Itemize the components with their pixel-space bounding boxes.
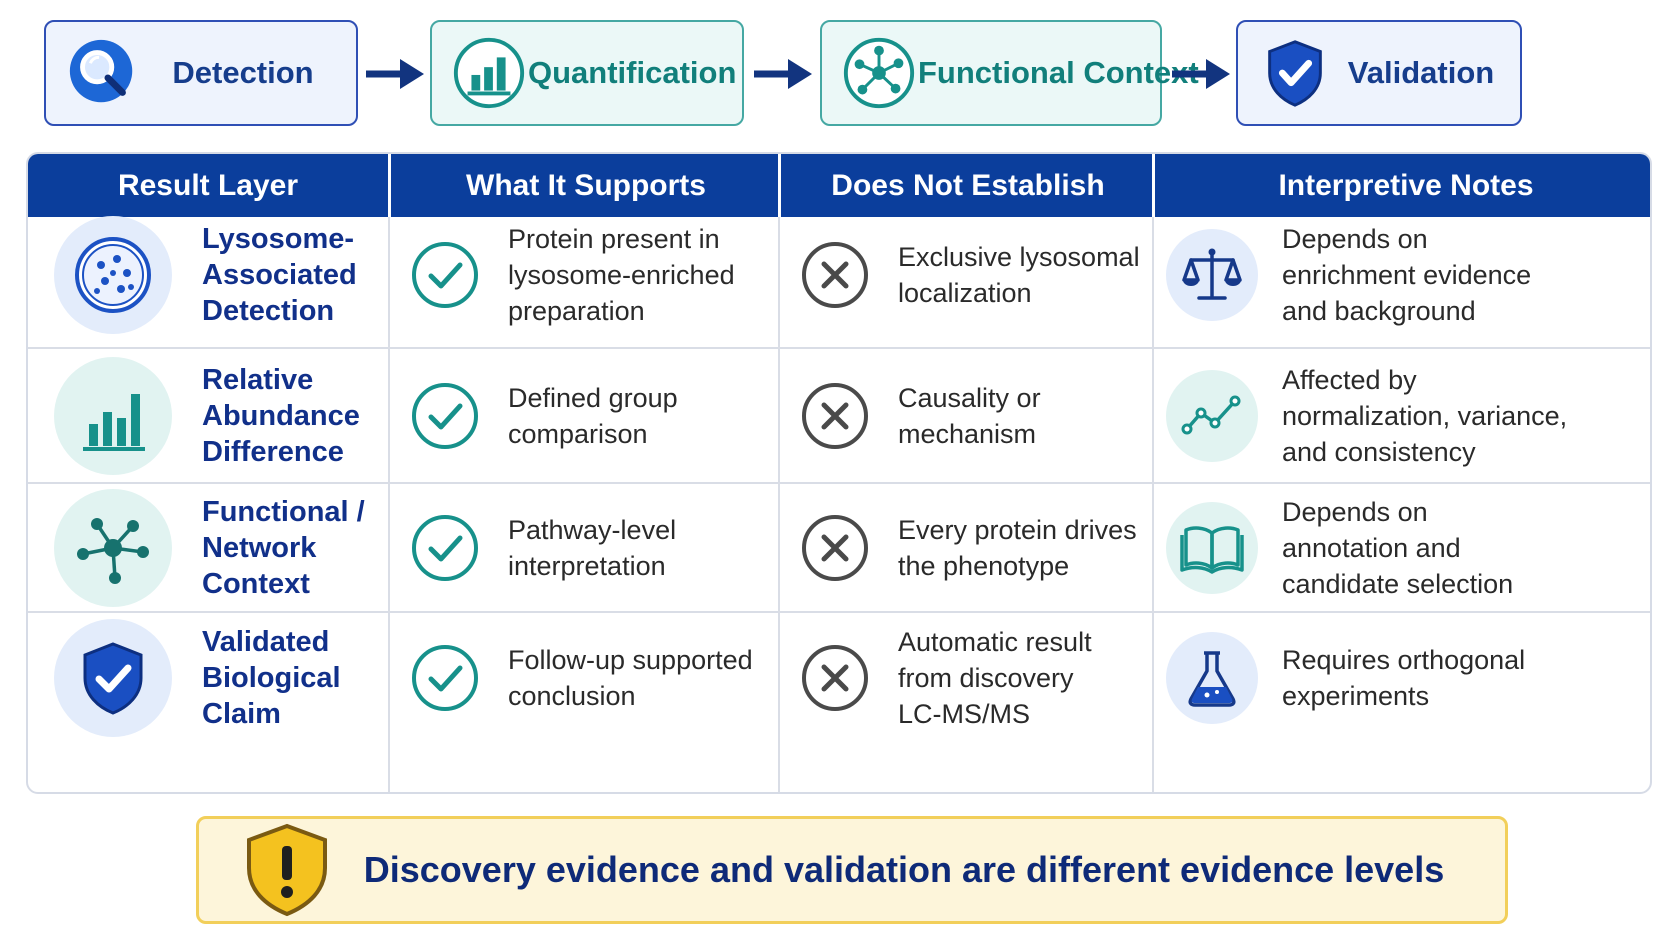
layer-name: Validated Biological Claim — [202, 625, 341, 730]
check-circle-icon — [412, 644, 478, 711]
table-row: Functional / Network Context Pathway-lev… — [28, 482, 1650, 611]
table-row: Validated Biological Claim Follow-up sup… — [28, 611, 1650, 742]
flow-step-functional-context: Functional Context — [820, 20, 1199, 126]
column-divider — [778, 217, 780, 792]
column-header: What It Supports — [388, 154, 781, 217]
banner-text: Discovery evidence and validation are di… — [363, 849, 1445, 890]
x-circle-icon — [802, 382, 868, 449]
x-circle-icon — [802, 242, 868, 308]
network-icon — [77, 517, 149, 584]
column-header: Interpretive Notes — [1152, 154, 1650, 217]
not-establish-text: Every protein drives the phenotype — [898, 514, 1137, 581]
check-circle-icon — [412, 242, 478, 308]
table-row: Lysosome- Associated Detection Protein p… — [28, 203, 1650, 347]
flow-step-quantification: Quantification — [430, 20, 744, 126]
layer-name: Lysosome- Associated Detection — [202, 223, 357, 327]
supports-text: Defined group comparison — [508, 382, 678, 449]
not-establish-text: Exclusive lysosomal localization — [898, 242, 1140, 308]
column-header: Result Layer — [117, 169, 299, 202]
not-establish-text: Causality or mechanism — [898, 382, 1041, 449]
workflow-strip: Detection Quantification — [0, 0, 1672, 135]
shield-check-icon — [83, 641, 143, 715]
column-divider — [388, 217, 390, 792]
supports-text: Protein present in lysosome-enriched pre… — [508, 224, 735, 326]
table-row: Relative Abundance Difference Defined gr… — [28, 347, 1650, 482]
arrow-right-icon — [1172, 59, 1230, 89]
note-text: Affected by normalization, variance, and… — [1282, 364, 1568, 467]
column-divider — [1152, 217, 1154, 792]
layer-name: Functional / Network Context — [202, 495, 365, 600]
note-text: Requires orthogonal experiments — [1282, 644, 1526, 711]
flow-step-label: Detection — [172, 55, 314, 90]
supports-text: Pathway-level interpretation — [508, 514, 677, 581]
arrow-right-icon — [366, 59, 424, 89]
supports-text: Follow-up supported conclusion — [508, 644, 753, 711]
note-text: Depends on annotation and candidate sele… — [1282, 496, 1514, 599]
x-circle-icon — [802, 514, 868, 581]
check-circle-icon — [412, 514, 478, 581]
note-text: Depends on enrichment evidence and backg… — [1282, 224, 1532, 326]
open-book-icon — [1180, 525, 1244, 574]
x-circle-icon — [802, 644, 868, 711]
flow-step-detection: Detection — [44, 20, 358, 126]
not-establish-text: Automatic result from discovery LC-MS/MS — [898, 626, 1092, 729]
arrow-right-icon — [754, 59, 812, 89]
lysosome-icon — [75, 237, 151, 313]
flask-icon — [1188, 650, 1236, 707]
table-header: Result Layer What It Supports Does Not E… — [28, 154, 1650, 217]
flow-step-label: Quantification — [528, 55, 737, 90]
bar-chart-icon — [453, 37, 525, 109]
line-trend-icon — [1181, 395, 1241, 434]
flow-step-label: Validation — [1347, 55, 1495, 90]
balance-scale-icon — [1182, 248, 1242, 300]
shield-check-icon — [1268, 40, 1322, 107]
check-circle-icon — [412, 382, 478, 449]
network-icon — [843, 37, 915, 109]
warning-shield-icon — [247, 823, 327, 917]
bar-chart-icon — [83, 393, 145, 451]
flow-step-validation: Validation — [1236, 20, 1522, 126]
evidence-level-banner: Discovery evidence and validation are di… — [196, 816, 1508, 924]
column-header: Does Not Establish — [778, 154, 1155, 217]
magnifier-icon — [69, 39, 133, 103]
evidence-table: Result Layer What It Supports Does Not E… — [26, 152, 1652, 794]
flow-step-label: Functional Context — [918, 55, 1199, 90]
layer-name: Relative Abundance Difference — [202, 363, 360, 468]
